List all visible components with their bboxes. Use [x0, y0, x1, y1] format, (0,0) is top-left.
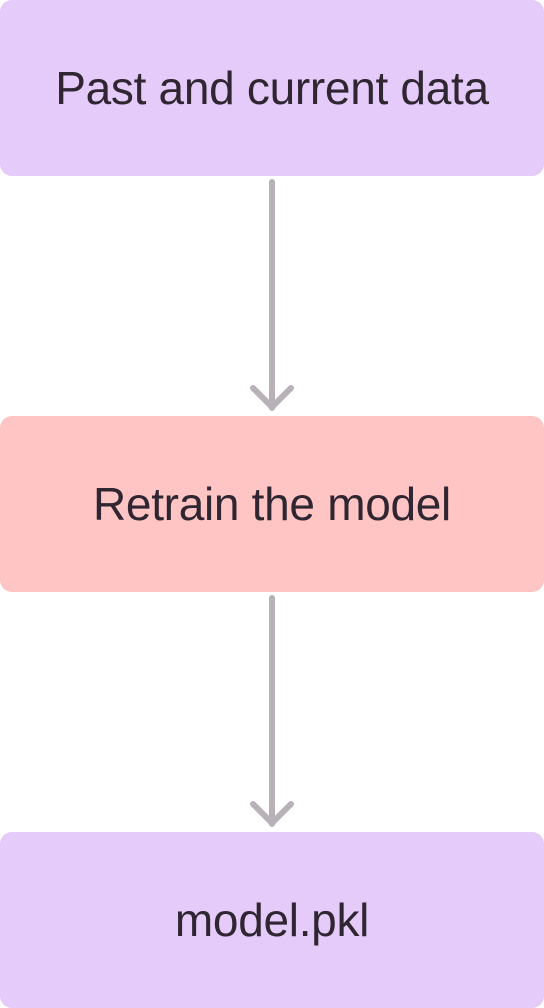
node-retrain-the-model: Retrain the model [0, 416, 544, 592]
down-arrow-icon [250, 595, 294, 827]
node-label: model.pkl [174, 894, 370, 946]
node-model-pkl: model.pkl [0, 832, 544, 1008]
down-arrow-icon [250, 179, 294, 411]
node-label: Past and current data [55, 62, 489, 114]
edge-retrain-to-output [0, 592, 544, 832]
edge-data-to-retrain [0, 176, 544, 416]
node-past-and-current-data: Past and current data [0, 0, 544, 176]
node-label: Retrain the model [93, 478, 451, 530]
